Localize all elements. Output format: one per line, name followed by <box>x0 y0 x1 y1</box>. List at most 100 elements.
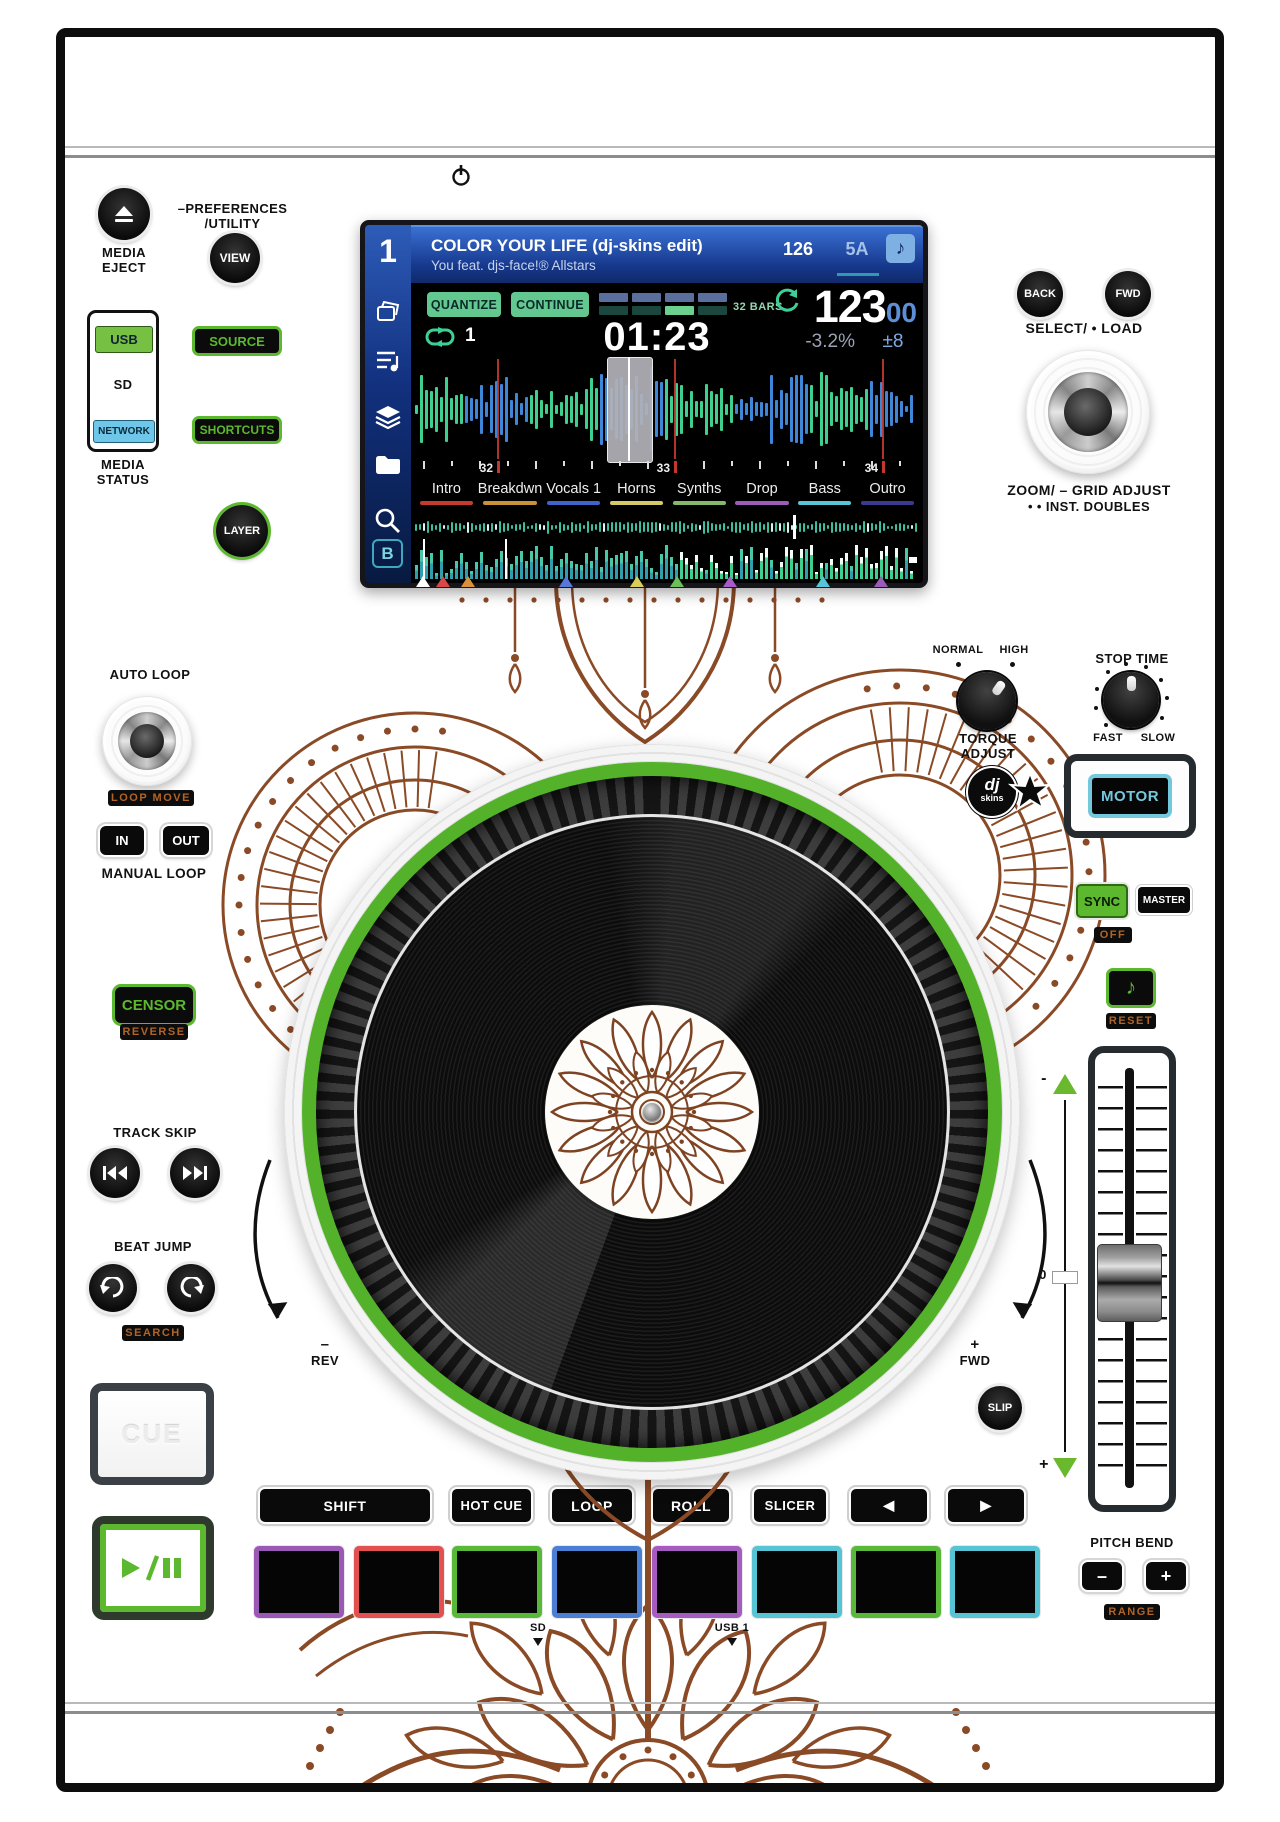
range-badge: RANGE <box>1104 1604 1160 1620</box>
slicer-button[interactable]: SLICER <box>754 1489 826 1522</box>
keylock-screen-icon[interactable]: ♪ <box>886 234 915 263</box>
playlist-icon[interactable] <box>375 349 401 373</box>
layer-b-button[interactable]: B <box>372 539 403 568</box>
eject-icon-bar <box>115 219 133 222</box>
deck-number: 1 <box>379 233 397 269</box>
continue-button[interactable]: CONTINUE <box>511 292 589 317</box>
keylock-button[interactable]: ♪ <box>1106 968 1156 1008</box>
performance-pad[interactable] <box>254 1546 344 1618</box>
beat-grid-cell <box>599 293 628 302</box>
bar-number: 33 <box>656 461 670 475</box>
sync-button[interactable]: SYNC <box>1076 884 1128 918</box>
browse-knob-center[interactable] <box>1064 388 1112 436</box>
performance-pad[interactable] <box>354 1546 444 1618</box>
usb-indicator: USB <box>95 326 153 353</box>
pitch-readout: -3.2% <box>805 331 855 352</box>
overview-waveform <box>415 519 919 535</box>
track-section[interactable]: Breakdwn <box>478 481 542 517</box>
layers-icon[interactable] <box>375 405 401 429</box>
beat-grid-indicator <box>599 293 727 317</box>
shift-button[interactable]: SHIFT <box>260 1489 430 1522</box>
master-button[interactable]: MASTER <box>1138 887 1190 913</box>
bpm-sync-icon <box>775 288 799 312</box>
beat-grid-cell <box>599 306 628 315</box>
track-skip-next-button[interactable] <box>170 1148 220 1198</box>
track-section[interactable]: Synths <box>668 481 731 517</box>
search-icon[interactable] <box>374 507 402 535</box>
fwd-plus-label: + <box>970 1336 980 1353</box>
key-underline <box>837 273 879 276</box>
track-section[interactable]: Vocals 1 <box>542 481 605 517</box>
label-mandala-art <box>549 1009 755 1215</box>
pitch-fader-cap[interactable] <box>1097 1244 1162 1322</box>
waveform-playhead-handle[interactable] <box>607 357 653 463</box>
torque-adjust-knob[interactable] <box>958 672 1016 730</box>
play-pause-button[interactable] <box>92 1516 214 1620</box>
track-section[interactable]: Drop <box>731 481 794 517</box>
beat-jump-fwd-button[interactable] <box>167 1264 215 1312</box>
performance-pad[interactable] <box>652 1546 742 1618</box>
jog-platter[interactable] <box>284 744 1020 1480</box>
layer-button[interactable]: LAYER <box>216 505 268 557</box>
pitch-bend-label: PITCH BEND <box>1090 1535 1174 1550</box>
motor-button[interactable]: MOTOR <box>1088 774 1172 818</box>
roll-button[interactable]: ROLL <box>653 1489 729 1522</box>
elapsed-time: 01:23 <box>603 315 711 359</box>
view-button[interactable]: VIEW <box>210 233 260 283</box>
quantize-button[interactable]: QUANTIZE <box>427 292 501 317</box>
bar-number: 32 <box>479 461 493 475</box>
beat-grid-cell <box>665 293 694 302</box>
loop-out-button[interactable]: OUT <box>163 826 209 855</box>
library-icon[interactable] <box>376 301 400 323</box>
beat-jump-back-button[interactable] <box>89 1264 137 1312</box>
stop-time-knob[interactable] <box>1103 672 1159 728</box>
pitch-bend-plus-button[interactable]: + <box>1146 1562 1186 1590</box>
performance-pad[interactable] <box>752 1546 842 1618</box>
bottom-divider-1 <box>65 1702 1215 1704</box>
track-title: COLOR YOUR LIFE (dj-skins edit) <box>431 236 703 255</box>
fader-up-arrow <box>1053 1074 1077 1094</box>
loop-in-button[interactable]: IN <box>100 826 144 855</box>
track-skip-prev-button[interactable] <box>90 1148 140 1198</box>
fader-zero-label: 0 <box>1039 1267 1047 1282</box>
screen-sidebar <box>365 225 411 583</box>
performance-pad[interactable] <box>552 1546 642 1618</box>
sd-port-label: SD <box>529 1622 547 1634</box>
performance-pad[interactable] <box>851 1546 941 1618</box>
folder-icon[interactable] <box>375 455 401 475</box>
track-section[interactable]: Intro <box>415 481 478 517</box>
auto-loop-knob-center[interactable] <box>130 724 164 758</box>
back-button[interactable]: BACK <box>1017 271 1063 317</box>
page-right-button[interactable]: ▶ <box>948 1489 1024 1522</box>
page-left-button[interactable]: ◀ <box>851 1489 927 1522</box>
cue-button[interactable]: CUE <box>90 1383 214 1485</box>
performance-pad[interactable] <box>452 1546 542 1618</box>
torque-dot <box>956 662 961 667</box>
track-section[interactable]: Bass <box>793 481 856 517</box>
stop-time-label: STOP TIME <box>1095 651 1169 666</box>
beat-grid-cell <box>632 293 661 302</box>
touchscreen[interactable]: 1 B COLOR YOUR LIFE (dj-skins edit) You … <box>360 220 928 588</box>
prev-track-icon <box>103 1166 127 1180</box>
inst-doubles-label: • • INST. DOUBLES <box>1027 499 1151 514</box>
source-button[interactable]: SOURCE <box>192 326 282 356</box>
fader-plus-label: + <box>1039 1456 1049 1473</box>
media-eject-button[interactable] <box>98 188 150 240</box>
bottom-divider-2 <box>65 1711 1215 1714</box>
hot-cue-button[interactable]: HOT CUE <box>452 1489 531 1522</box>
pitch-bend-minus-button[interactable]: – <box>1082 1562 1122 1590</box>
fwd-button[interactable]: FWD <box>1105 271 1151 317</box>
track-section[interactable]: Horns <box>605 481 668 517</box>
star-icon <box>1008 772 1052 812</box>
censor-button[interactable]: CENSOR <box>112 984 196 1026</box>
top-divider-2 <box>65 155 1215 158</box>
track-section[interactable]: Outro <box>856 481 919 517</box>
play-pause-icon <box>122 1555 181 1581</box>
shortcuts-button[interactable]: SHORTCUTS <box>192 416 282 444</box>
slip-button[interactable]: SLIP <box>978 1386 1022 1430</box>
performance-pad[interactable] <box>950 1546 1040 1618</box>
platter-fwd-label: FWD <box>959 1353 991 1368</box>
